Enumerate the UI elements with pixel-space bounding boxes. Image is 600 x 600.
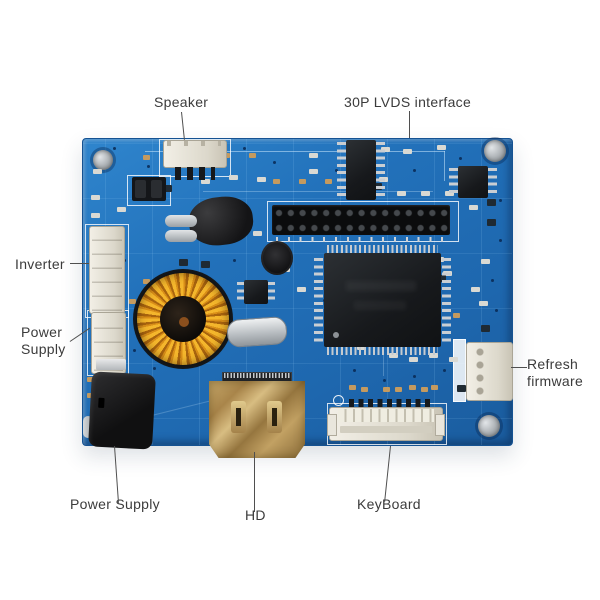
vias: [113, 147, 116, 150]
lvds-connector: [272, 205, 450, 235]
label-refresh-firmware: Refresh firmware: [527, 356, 583, 390]
main-chip: [314, 245, 451, 355]
leader-line-power-supply-bottom: [114, 445, 120, 503]
jumper-block: [132, 177, 166, 201]
soic8-chip-mid: [237, 280, 275, 304]
label-speaker-text: Speaker: [154, 94, 209, 110]
label-hd: HD: [245, 507, 266, 523]
toroid-inductor: [137, 273, 229, 365]
inverter-connector: [89, 226, 125, 314]
power-jack: [88, 371, 156, 450]
smd-capacitors: [143, 155, 150, 160]
leader-line-keyboard: [384, 445, 392, 502]
silkscreen-ring: [333, 395, 344, 406]
label-keyboard-text: KeyBoard: [357, 496, 421, 512]
label-keyboard: KeyBoard: [357, 496, 421, 512]
label-power-supply-bottom-text: Power Supply: [70, 496, 160, 512]
crystal-oscillator: [226, 315, 288, 349]
soic8-chip: [449, 166, 497, 198]
label-refresh-line1: Refresh: [527, 356, 579, 372]
label-power-supply-bottom: Power Supply: [70, 496, 160, 512]
leader-line-speaker: [181, 111, 186, 140]
speaker-connector: [161, 140, 227, 186]
leader-line-hd: [254, 452, 256, 512]
label-power-supply-left-line1: Power: [21, 324, 63, 340]
silkscreen-jumper-outline: [127, 175, 171, 206]
soic16-chip: [337, 140, 385, 200]
label-lvds: 30P LVDS interface: [344, 94, 471, 110]
silkscreen-refresh-strip: [453, 339, 466, 402]
sot-transistors: [179, 259, 188, 266]
mounting-hole-top-right: [484, 140, 506, 162]
label-hd-text: HD: [245, 507, 266, 523]
leader-line-refresh: [511, 367, 527, 369]
label-inverter-text: Inverter: [15, 256, 65, 272]
leader-line-inverter: [70, 263, 89, 265]
lvds-solder-pins: [276, 237, 446, 242]
capacitor-pill: [165, 230, 197, 242]
keyboard-pins: [349, 399, 431, 408]
capacitor-pill: [165, 215, 197, 227]
smd-resistors: [93, 169, 102, 174]
hdmi-connector: [209, 372, 305, 458]
keyboard-connector: [327, 407, 445, 441]
leader-line-lvds: [409, 111, 411, 138]
refresh-connector: [466, 342, 513, 401]
pcb-trace: [203, 191, 433, 192]
disc-inductor: [261, 241, 293, 275]
standoff-pin: [83, 416, 93, 438]
label-power-supply-left: Power Supply: [21, 324, 66, 358]
mounting-hole-bottom-right: [478, 415, 500, 437]
silkscreen-trace: [444, 151, 445, 181]
label-speaker: Speaker: [154, 94, 208, 110]
silkscreen-trace: [145, 151, 445, 152]
mounting-hole-top-left: [93, 150, 113, 170]
label-inverter: Inverter: [15, 256, 65, 272]
pcb-board: [82, 138, 513, 458]
label-power-supply-left-line2: Supply: [21, 341, 66, 357]
fuse-component: [96, 359, 126, 370]
label-refresh-line2: firmware: [527, 373, 584, 389]
label-lvds-text: 30P LVDS interface: [344, 94, 472, 110]
